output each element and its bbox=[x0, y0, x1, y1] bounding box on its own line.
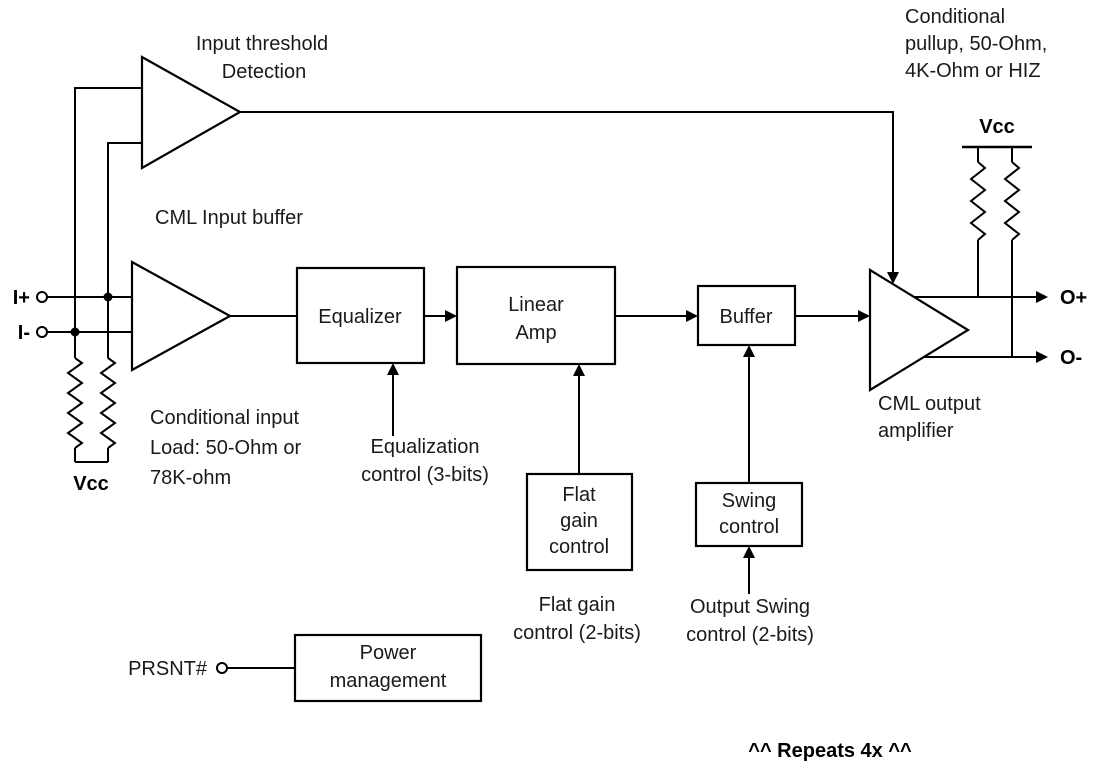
terminal-prsnt bbox=[216, 662, 228, 674]
conditional-input-line2: Load: 50-Ohm or bbox=[150, 437, 302, 459]
linear-amp-label-line1: Linear bbox=[508, 294, 564, 316]
flat-gain-box-line2: gain bbox=[560, 510, 598, 532]
output-swing-control-line2: control (2-bits) bbox=[686, 624, 814, 646]
arrowhead-into-buffer bbox=[686, 310, 698, 322]
arrowhead-into-linear-amp bbox=[445, 310, 457, 322]
equalization-control-line2: control (3-bits) bbox=[361, 464, 489, 486]
wire-threshold-input-upper bbox=[74, 87, 142, 332]
arrowhead-into-output-amp bbox=[858, 310, 870, 322]
vcc-top-label: Vcc bbox=[979, 116, 1015, 138]
conditional-pullup-line3: 4K-Ohm or HIZ bbox=[905, 60, 1041, 82]
input-threshold-label-line2: Detection bbox=[222, 61, 307, 83]
pullup-resistor-left bbox=[969, 161, 987, 241]
flat-gain-control-line2: control (2-bits) bbox=[513, 622, 641, 644]
arrowhead-output-swing-control bbox=[743, 546, 755, 558]
repeats-note: ^^ Repeats 4x ^^ bbox=[748, 740, 912, 762]
port-i-minus-label: I- bbox=[18, 322, 30, 344]
power-management-box bbox=[293, 633, 483, 703]
flat-gain-control-line1: Flat gain bbox=[539, 594, 616, 616]
linear-amp-box bbox=[455, 265, 617, 366]
conditional-pullup-line1: Conditional bbox=[905, 6, 1005, 28]
output-swing-control-line1: Output Swing bbox=[690, 596, 810, 618]
conditional-input-line1: Conditional input bbox=[150, 407, 299, 429]
load-resistor-right bbox=[99, 357, 117, 449]
arrowhead-o-plus bbox=[1036, 291, 1048, 303]
input-threshold-label-line1: Input threshold bbox=[196, 33, 328, 55]
flat-gain-control-box bbox=[525, 472, 634, 572]
conditional-pullup-line2: pullup, 50-Ohm, bbox=[905, 33, 1047, 55]
cml-output-amp-label-line1: CML output bbox=[878, 393, 981, 415]
swing-box-line2: control bbox=[719, 516, 779, 538]
junction-i-minus bbox=[70, 327, 80, 337]
arrowhead-equalization-control bbox=[387, 363, 399, 375]
port-o-plus-label: O+ bbox=[1060, 287, 1087, 309]
cml-output-amp-triangle bbox=[868, 268, 971, 392]
terminal-i-minus bbox=[36, 326, 48, 338]
cml-output-amp-label-line2: amplifier bbox=[878, 420, 954, 442]
power-management-line1: Power bbox=[360, 642, 417, 664]
load-resistor-left bbox=[66, 357, 84, 449]
wire-threshold-input-lower bbox=[107, 142, 142, 297]
pullup-resistor-right bbox=[1003, 161, 1021, 241]
arrowhead-swing-to-buffer bbox=[743, 345, 755, 357]
port-prsnt-label: PRSNT# bbox=[128, 658, 208, 680]
cml-input-buffer-label: CML Input buffer bbox=[155, 207, 303, 229]
power-management-line2: management bbox=[330, 670, 447, 692]
conditional-input-line3: 78K-ohm bbox=[150, 467, 231, 489]
buffer-box bbox=[696, 284, 797, 347]
arrowhead-o-minus bbox=[1036, 351, 1048, 363]
terminal-i-plus bbox=[36, 291, 48, 303]
port-i-plus-label: I+ bbox=[13, 287, 30, 309]
cml-input-buffer-triangle bbox=[130, 260, 233, 372]
buffer-label: Buffer bbox=[720, 306, 773, 328]
flat-gain-box-line3: control bbox=[549, 536, 609, 558]
vcc-left-label: Vcc bbox=[73, 473, 109, 495]
port-o-minus-label: O- bbox=[1060, 347, 1082, 369]
flat-gain-box-line1: Flat bbox=[562, 484, 596, 506]
equalization-control-line1: Equalization bbox=[371, 436, 480, 458]
linear-amp-label-line2: Amp bbox=[515, 322, 556, 344]
junction-i-plus bbox=[103, 292, 113, 302]
arrowhead-threshold-to-output-amp bbox=[887, 272, 899, 284]
swing-box-line1: Swing bbox=[722, 490, 776, 512]
arrowhead-flat-gain-control bbox=[573, 364, 585, 376]
wire-threshold-output bbox=[240, 111, 894, 273]
input-threshold-triangle bbox=[140, 55, 243, 170]
equalizer-label: Equalizer bbox=[318, 306, 402, 328]
